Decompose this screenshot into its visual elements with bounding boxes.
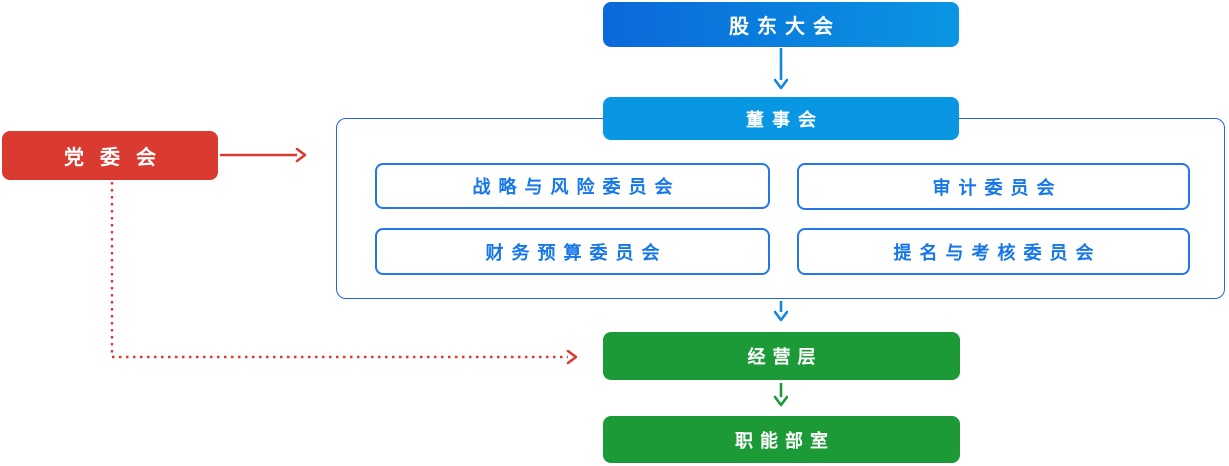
node-management-level-label: 经营层	[747, 347, 823, 367]
committee-box-financial-budget: 财务预算委员会	[375, 228, 770, 275]
committee-box-audit: 审计委员会	[797, 163, 1190, 210]
committee-audit-label: 审计委员会	[932, 177, 1063, 198]
node-board-of-directors: 董事会	[603, 97, 959, 140]
node-shareholders-meeting: 股东大会	[603, 2, 959, 47]
node-party-committee-label: 党委会	[64, 147, 172, 169]
committee-nomination-assessment-label: 提名与考核委员会	[893, 242, 1102, 263]
node-board-of-directors-label: 董事会	[746, 109, 824, 130]
node-management-level: 经营层	[603, 332, 960, 380]
committee-box-strategy-risk: 战略与风险委员会	[375, 163, 770, 209]
node-functional-departments: 职能部室	[603, 416, 960, 463]
committee-financial-budget-label: 财务预算委员会	[485, 242, 668, 263]
node-shareholders-meeting-label: 股东大会	[729, 16, 841, 38]
node-party-committee: 党委会	[2, 131, 218, 180]
committee-box-nomination-assessment: 提名与考核委员会	[797, 228, 1190, 275]
node-functional-departments-label: 职能部室	[735, 430, 835, 451]
dashed-arrow-party-to-management	[110, 182, 568, 357]
committee-strategy-risk-label: 战略与风险委员会	[472, 177, 681, 197]
